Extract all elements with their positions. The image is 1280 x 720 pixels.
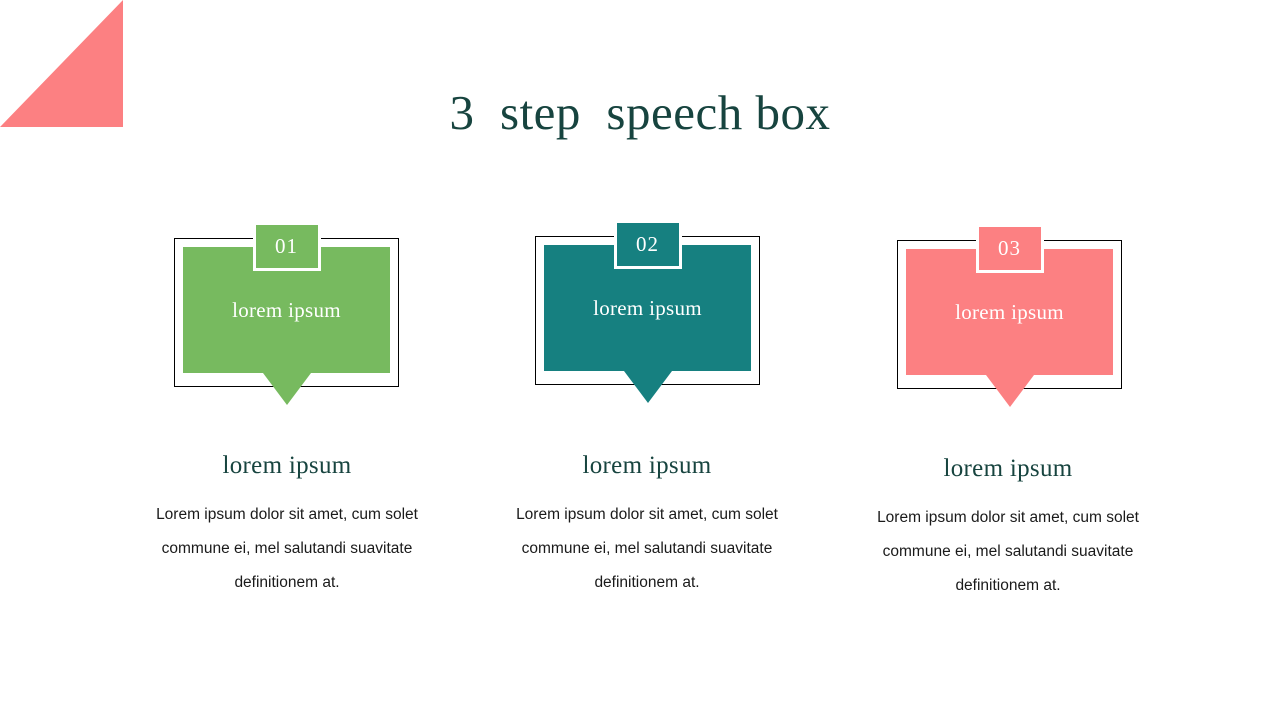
card-body-text: Lorem ipsum dolor sit amet, cum solet co… (516, 506, 778, 591)
speech-bubble-pointer (262, 373, 311, 405)
step-number-badge[interactable]: 01 (252, 222, 321, 271)
corner-triangle (0, 0, 123, 127)
step-number-badge[interactable]: 03 (975, 224, 1044, 273)
speech-bubble[interactable]: lorem ipsum 02 (544, 220, 751, 403)
card-heading: lorem ipsum (222, 452, 352, 479)
page-title: 3 step speech box (449, 85, 831, 140)
speech-bubble-label: lorem ipsum (232, 297, 341, 322)
speech-bubble-label: lorem ipsum (593, 295, 702, 320)
card-body-text: Lorem ipsum dolor sit amet, cum solet co… (877, 509, 1139, 594)
speech-bubble[interactable]: lorem ipsum 01 (183, 222, 390, 405)
speech-bubble-pointer (623, 371, 672, 403)
step-number-badge[interactable]: 02 (613, 220, 682, 269)
speech-bubble[interactable]: lorem ipsum 03 (906, 224, 1113, 407)
card-heading: lorem ipsum (582, 452, 712, 479)
speech-bubble-label: lorem ipsum (955, 299, 1064, 324)
speech-bubble-pointer (985, 375, 1034, 407)
card-body-text: Lorem ipsum dolor sit amet, cum solet co… (156, 506, 418, 591)
card-heading: lorem ipsum (943, 455, 1073, 482)
